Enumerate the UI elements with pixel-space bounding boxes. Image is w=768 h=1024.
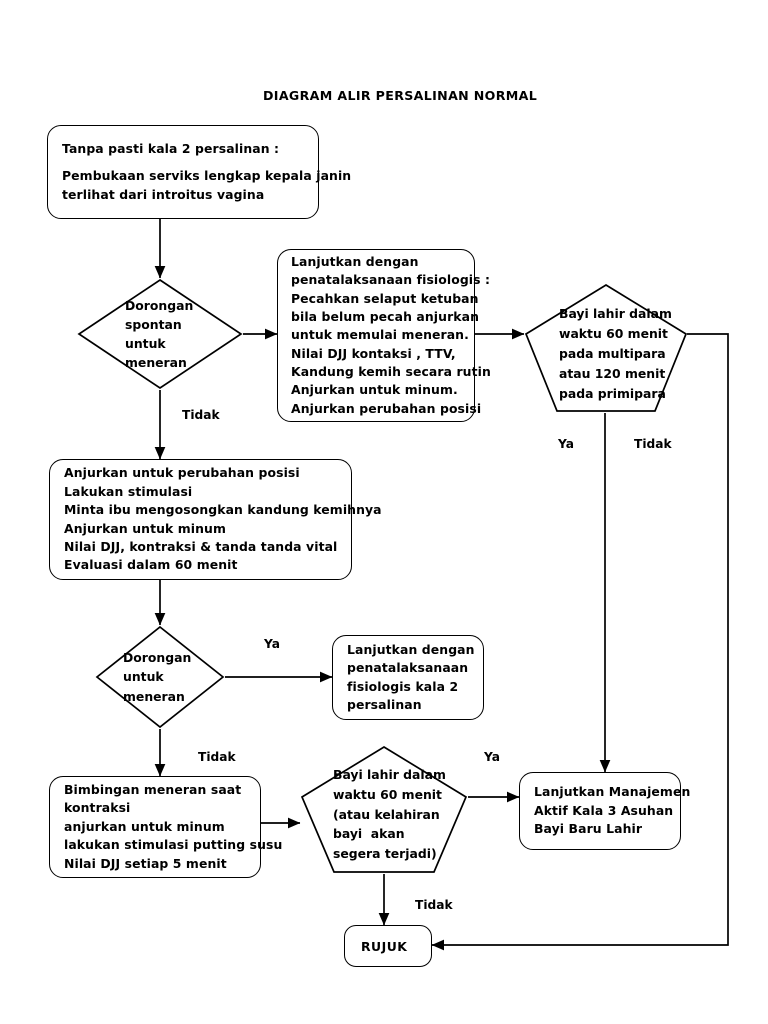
edge-label-ya-pentagon2: Ya <box>484 750 500 764</box>
node-start-box: Tanpa pasti kala 2 persalinan : Pembukaa… <box>47 125 351 219</box>
kala2-line-1: Lanjutkan dengan <box>347 641 475 657</box>
decision1-line-1: Dorongan <box>125 297 194 313</box>
node-pentagon-bayi-lahir-60-120: Bayi lahir dalam waktu 60 menit pada mul… <box>524 283 688 415</box>
bimbingan-line-4: lakukan stimulasi putting susu <box>64 837 283 853</box>
edge-label-tidak-pentagon2: Tidak <box>415 898 453 912</box>
edge-label-ya-pentagon1: Ya <box>558 437 574 451</box>
bimbingan-line-2: kontraksi <box>64 800 131 816</box>
decision2-line-1: Dorongan <box>123 650 192 666</box>
pentagon1-line-1: Bayi lahir dalam <box>559 306 672 322</box>
fisiologis-line-4: bila belum pecah anjurkan <box>291 308 480 324</box>
fisiologis-line-3: Pecahkan selaput ketuban <box>291 290 479 306</box>
posisi-line-3: Minta ibu mengosongkan kandung kemihnya <box>64 502 382 518</box>
pentagon1-line-2: waktu 60 menit <box>559 326 668 342</box>
decision2-line-2: untuk <box>123 669 164 685</box>
fisiologis-line-1: Lanjutkan dengan <box>291 253 419 269</box>
node-decision-dorongan-spontan: Dorongan spontan untuk meneran <box>77 278 243 390</box>
manajemen-line-3: Bayi Baru Lahir <box>534 821 643 837</box>
node-fisiologis-kala2-box: Lanjutkan dengan penatalaksanaan fisiolo… <box>332 635 484 720</box>
posisi-line-4: Anjurkan untuk minum <box>64 520 226 536</box>
node-rujuk-box: RUJUK <box>344 925 432 967</box>
edge-label-tidak-spontan: Tidak <box>182 408 220 422</box>
posisi-line-1: Anjurkan untuk perubahan posisi <box>64 465 300 481</box>
posisi-line-5: Nilai DJJ, kontraksi & tanda tanda vital <box>64 538 338 554</box>
posisi-line-2: Lakukan stimulasi <box>64 483 193 499</box>
bimbingan-line-1: Bimbingan meneran saat <box>64 782 242 798</box>
fisiologis-line-9: Anjurkan perubahan posisi <box>291 400 482 416</box>
node-manajemen-aktif-box: Lanjutkan Manajemen Aktif Kala 3 Asuhan … <box>519 772 690 850</box>
node-bimbingan-meneran-box: Bimbingan meneran saat kontraksi anjurka… <box>49 776 282 878</box>
manajemen-line-2: Aktif Kala 3 Asuhan <box>534 802 674 818</box>
kala2-line-2: penatalaksanaan <box>347 660 469 676</box>
start-line-3: terlihat dari introitus vagina <box>62 186 265 202</box>
fisiologis-line-5: untuk memulai meneran. <box>291 327 469 343</box>
node-fisiologis-box: Lanjutkan dengan penatalaksanaan fisiolo… <box>277 249 491 422</box>
node-perubahan-posisi-box: Anjurkan untuk perubahan posisi Lakukan … <box>49 459 382 580</box>
edge-label-ya-dorongan: Ya <box>264 637 280 651</box>
start-spacer <box>62 158 351 167</box>
decision2-line-3: meneran <box>123 688 185 704</box>
kala2-line-4: persalinan <box>347 696 422 712</box>
fisiologis-line-7: Kandung kemih secara rutin <box>291 364 491 380</box>
fisiologis-line-2: penatalaksanaan fisiologis : <box>291 272 491 288</box>
posisi-line-6: Evaluasi dalam 60 menit <box>64 557 238 573</box>
bimbingan-line-3: anjurkan untuk minum <box>64 818 225 834</box>
start-line-1: Tanpa pasti kala 2 persalinan : <box>62 140 280 156</box>
pentagon1-line-5: pada primipara <box>559 385 666 401</box>
pentagon2-line-4: bayi akan <box>333 826 405 842</box>
manajemen-line-1: Lanjutkan Manajemen <box>534 784 691 800</box>
rujuk-label: RUJUK <box>361 938 408 954</box>
pentagon2-line-2: waktu 60 menit <box>333 786 442 802</box>
decision1-line-4: meneran <box>125 355 187 371</box>
pentagon2-line-3: (atau kelahiran <box>333 806 440 822</box>
node-pentagon-bayi-lahir-60-segera: Bayi lahir dalam waktu 60 menit (atau ke… <box>300 745 468 875</box>
fisiologis-line-6: Nilai DJJ kontaksi , TTV, <box>291 345 456 361</box>
edge-label-tidak-pentagon1: Tidak <box>634 437 672 451</box>
diagram-title: DIAGRAM ALIR PERSALINAN NORMAL <box>263 88 538 103</box>
pentagon1-line-3: pada multipara <box>559 346 666 362</box>
node-decision-dorongan-meneran: Dorongan untuk meneran <box>95 625 225 729</box>
pentagon2-line-1: Bayi lahir dalam <box>333 766 446 782</box>
start-line-2: Pembukaan serviks lengkap kepala janin <box>62 168 352 184</box>
edge-label-tidak-dorongan: Tidak <box>198 750 236 764</box>
fisiologis-line-8: Anjurkan untuk minum. <box>291 382 458 398</box>
edge-pentagon1-tidak-to-rujuk <box>431 333 729 951</box>
decision1-line-2: spontan <box>125 316 182 332</box>
kala2-line-3: fisiologis kala 2 <box>347 678 459 694</box>
bimbingan-line-5: Nilai DJJ setiap 5 menit <box>64 855 227 871</box>
decision1-line-3: untuk <box>125 336 166 351</box>
pentagon2-line-5: segera terjadi) <box>333 846 437 862</box>
pentagon1-line-4: atau 120 menit <box>559 365 666 381</box>
